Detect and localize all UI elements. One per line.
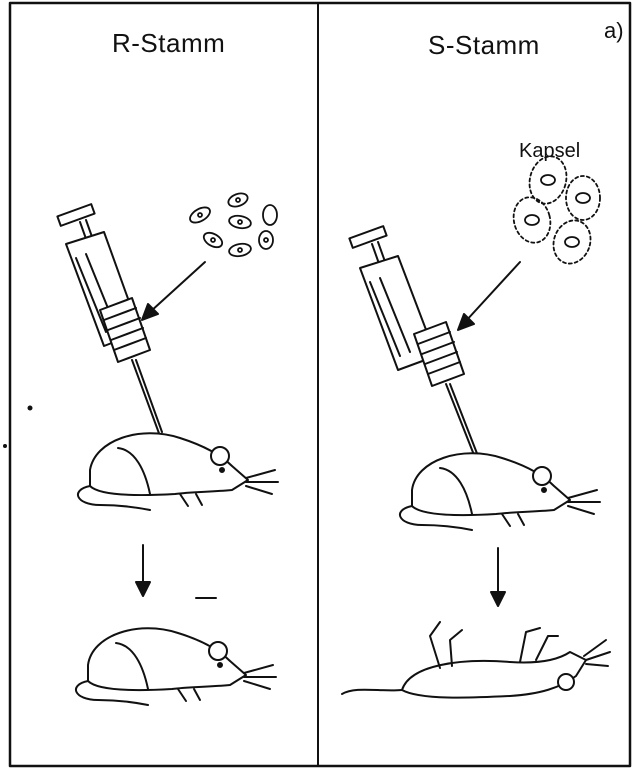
s-strain-encapsulated-bacteria (509, 152, 600, 269)
right-syringe (349, 226, 478, 460)
left-mouse-alive-top (78, 433, 278, 510)
speck (28, 406, 33, 411)
right-down-arrow (491, 548, 505, 606)
left-syringe (57, 204, 162, 436)
capsule-label: Kapsel (519, 140, 580, 163)
left-injection-arrow (142, 262, 205, 320)
r-strain-title: R-Stamm (112, 28, 225, 59)
s-strain-title: S-Stamm (428, 30, 540, 61)
right-injection-arrow (458, 262, 520, 330)
left-down-arrow (136, 545, 150, 596)
panel-marker: a) (604, 18, 624, 44)
r-strain-bacteria-cluster (187, 191, 277, 258)
left-mouse-alive-bottom (76, 628, 276, 705)
speck (3, 444, 7, 448)
right-mouse-alive-top (400, 453, 600, 530)
right-mouse-dead (342, 622, 610, 698)
